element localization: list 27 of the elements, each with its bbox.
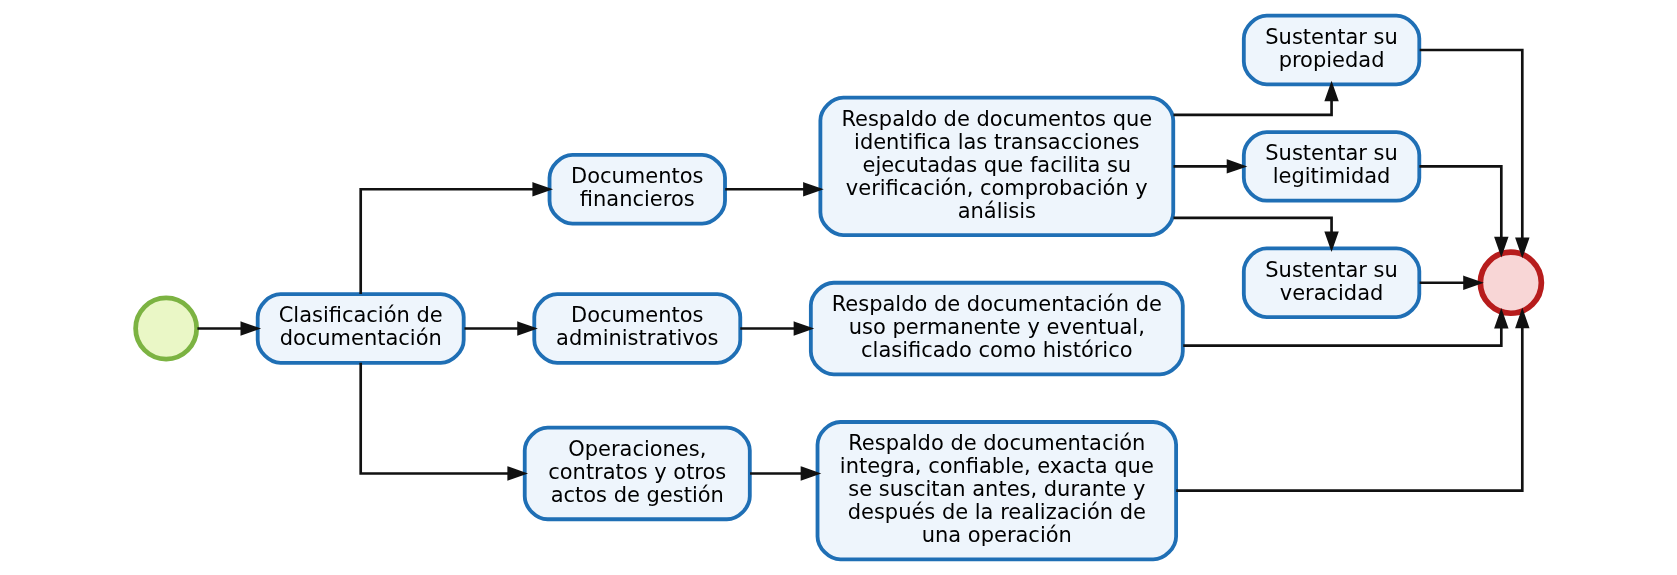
arrow [359, 362, 528, 481]
node-box: Respaldo de documentos que identifica las transacciones ejecutadas que facilita su verificación, comprobación y análisis [818, 95, 1176, 237]
arrow [1419, 275, 1484, 290]
arrow [740, 321, 815, 336]
node-box: Respaldo de documentación integra, confiable, exacta que se suscitan antes, durante y después de la realización de una operación [815, 420, 1178, 562]
node-box: Documentos financieros [547, 153, 727, 226]
arrow [1173, 80, 1339, 117]
node-box: Operaciones, contratos y otros actos de gestión [522, 425, 752, 522]
node-circle [1477, 249, 1545, 317]
node-box: Sustentar su propiedad [1241, 13, 1422, 87]
arrow [750, 466, 822, 481]
arrow [1419, 48, 1530, 259]
arrow [1176, 307, 1530, 492]
node-circle [133, 295, 200, 362]
arrow [1419, 165, 1509, 258]
node-box: Clasificación de documentación [255, 292, 466, 365]
arrow [359, 182, 554, 295]
arrow [1183, 307, 1509, 347]
arrow [197, 321, 262, 336]
node-box: Respaldo de documentación de uso permanente y eventual, clasificado como histórico [808, 280, 1185, 377]
node-box: Sustentar su veracidad [1241, 246, 1422, 319]
node-box: Documentos administrativos [532, 292, 743, 365]
arrow [725, 182, 824, 197]
node-box: Sustentar su legitimidad [1241, 130, 1422, 203]
arrow [1173, 159, 1248, 174]
arrow [464, 321, 538, 336]
arrow [1173, 216, 1339, 253]
